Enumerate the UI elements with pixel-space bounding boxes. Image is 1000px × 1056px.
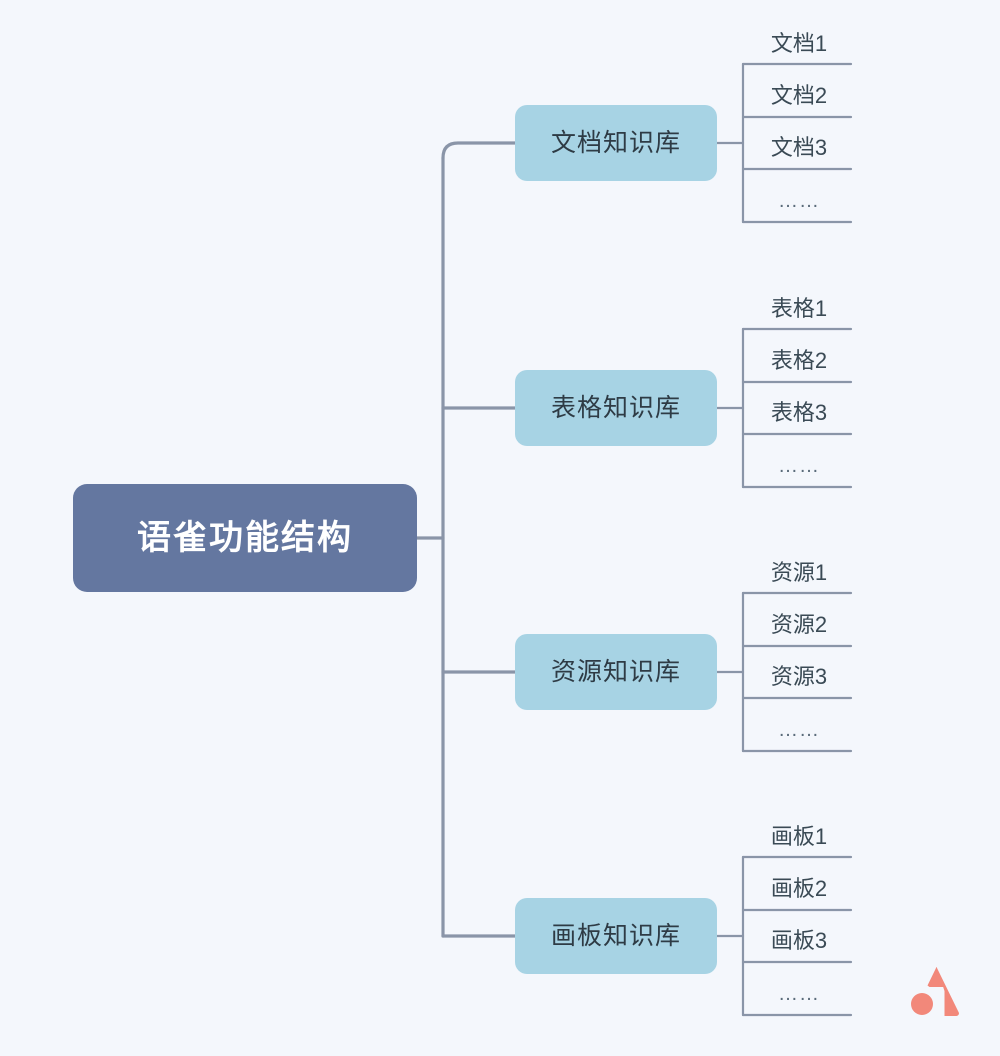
leaf-item[interactable]: 文档1	[743, 12, 855, 64]
leaf-label-more: ……	[778, 190, 820, 212]
branch-node-4-label: 画板知识库	[550, 921, 681, 950]
leaf-item[interactable]: ……	[743, 961, 855, 1013]
leaf-group-4: 画板1 画板2 画板3 ……	[743, 805, 855, 1013]
leaf-item[interactable]: 资源1	[743, 541, 855, 593]
leaf-label: 画板1	[770, 824, 828, 849]
root-node-label: 语雀功能结构	[137, 519, 353, 557]
branch-node-3[interactable]: 资源知识库	[515, 634, 717, 710]
leaf-label: 文档1	[770, 31, 828, 56]
leaf-label: 表格2	[770, 348, 828, 373]
leaf-label: 资源1	[770, 560, 828, 585]
leaf-item[interactable]: ……	[743, 168, 855, 220]
leaf-label: 文档3	[770, 135, 828, 160]
branch-node-1-label: 文档知识库	[550, 128, 681, 157]
leaf-label-more: ……	[778, 983, 820, 1005]
branch-node-3-label: 资源知识库	[550, 657, 681, 686]
leaf-item[interactable]: 文档2	[743, 64, 855, 116]
leaf-group-3: 资源1 资源2 资源3 ……	[743, 541, 855, 749]
branch-node-1[interactable]: 文档知识库	[515, 105, 717, 181]
leaf-item[interactable]: 表格1	[743, 277, 855, 329]
leaf-item[interactable]: 资源3	[743, 645, 855, 697]
root-node[interactable]: 语雀功能结构	[73, 484, 417, 592]
leaf-item[interactable]: 画板2	[743, 857, 855, 909]
branch-node-4[interactable]: 画板知识库	[515, 898, 717, 974]
leaf-label: 表格3	[770, 400, 828, 425]
leaf-label: 文档2	[770, 83, 828, 108]
leaf-item[interactable]: 表格3	[743, 381, 855, 433]
leaf-group-2: 表格1 表格2 表格3 ……	[743, 277, 855, 485]
branch-connector-1	[441, 141, 517, 160]
leaf-label: 表格1	[770, 296, 828, 321]
leaf-item[interactable]: ……	[743, 697, 855, 749]
leaf-group-1: 文档1 文档2 文档3 ……	[743, 12, 855, 220]
leaf-label: 画板3	[770, 928, 828, 953]
leaf-label: 资源2	[770, 612, 828, 637]
leaf-item[interactable]: 资源2	[743, 593, 855, 645]
brand-logo-a-icon	[911, 967, 960, 1016]
leaf-item[interactable]: ……	[743, 433, 855, 485]
leaf-item[interactable]: 画板1	[743, 805, 855, 857]
leaf-label: 资源3	[770, 664, 828, 689]
leaf-item[interactable]: 文档3	[743, 116, 855, 168]
branch-node-2[interactable]: 表格知识库	[515, 370, 717, 446]
leaf-item[interactable]: 表格2	[743, 329, 855, 381]
leaf-label-more: ……	[778, 719, 820, 741]
leaf-item[interactable]: 画板3	[743, 909, 855, 961]
leaf-label-more: ……	[778, 455, 820, 477]
leaf-label: 画板2	[770, 876, 828, 901]
branch-node-2-label: 表格知识库	[550, 393, 681, 422]
